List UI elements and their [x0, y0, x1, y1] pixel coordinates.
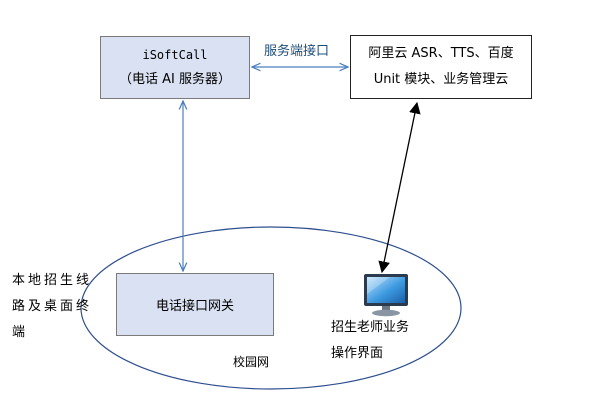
- local-line-label: 本地招生线路及桌面终端: [12, 273, 93, 340]
- teacher-ui-label: 招生老师业务操作界面: [331, 320, 410, 361]
- phone-gateway-label: 电话接口网关: [155, 299, 234, 314]
- isoftcall-server-box: iSoftCall （电话 AI 服务器）: [100, 36, 250, 99]
- isoftcall-title: iSoftCall: [142, 48, 208, 62]
- cloud-services-line1: 阿里云 ASR、TTS、百度: [368, 46, 514, 61]
- monitor-icon: [364, 274, 408, 317]
- cloud-terminal-connector: [378, 101, 421, 274]
- campus-network-ellipse: [80, 226, 462, 390]
- phone-gateway-box: 电话接口网关: [116, 273, 274, 336]
- isoftcall-subtitle: （电话 AI 服务器）: [119, 72, 231, 87]
- service-interface-label: 服务端接口: [264, 44, 330, 59]
- campus-network-label: 校园网: [233, 355, 270, 369]
- cloud-services-box: 阿里云 ASR、TTS、百度 Unit 模块、业务管理云: [350, 35, 532, 99]
- cloud-services-line2: Unit 模块、业务管理云: [373, 72, 509, 87]
